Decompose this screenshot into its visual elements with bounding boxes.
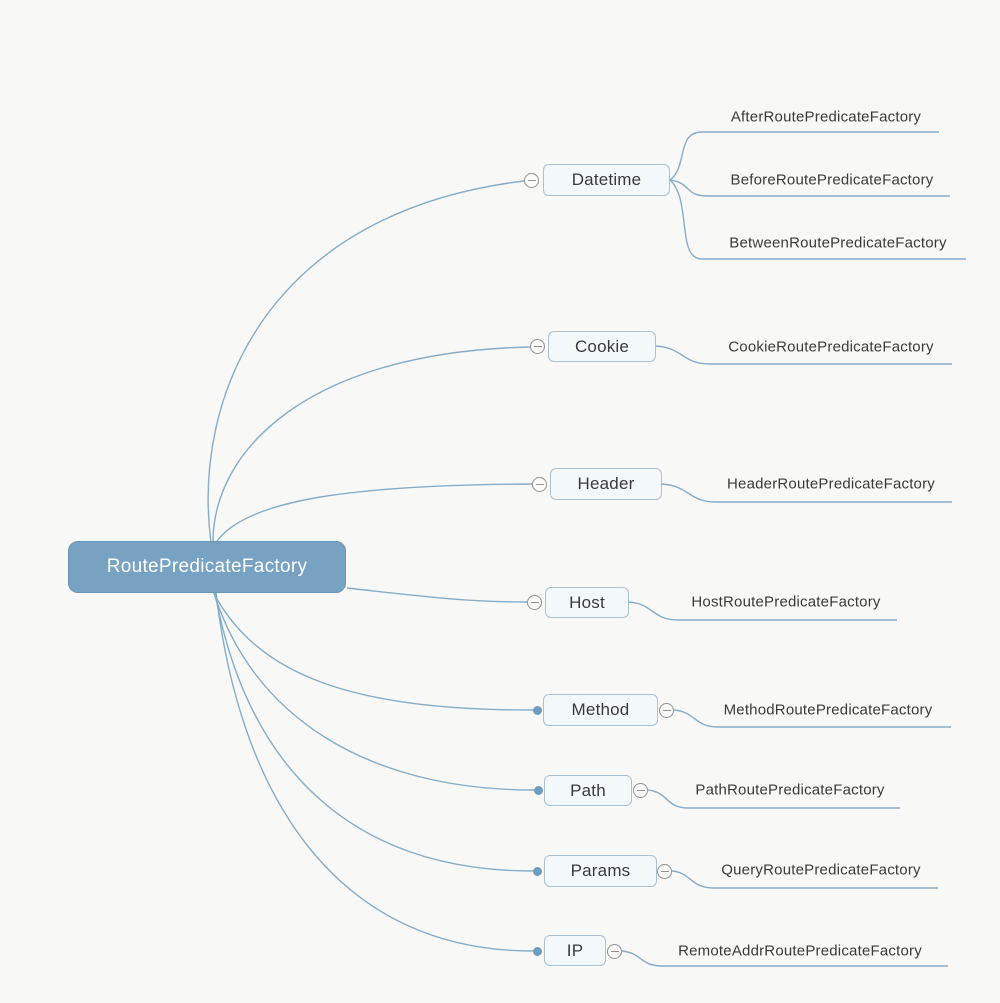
minus-icon [535, 484, 544, 485]
minus-icon [530, 602, 539, 603]
branch-dot-method [533, 706, 542, 715]
collapse-toggle-params[interactable] [657, 864, 672, 879]
minus-icon [662, 710, 671, 711]
leaf-line-cookie [655, 345, 952, 365]
minus-icon [527, 180, 536, 181]
collapse-toggle-header[interactable] [532, 477, 547, 492]
collapse-toggle-method[interactable] [659, 703, 674, 718]
leaf-topic-header[interactable]: HeaderRoutePredicateFactory [726, 475, 936, 493]
branch-line-method [212, 591, 534, 711]
minus-icon [636, 790, 645, 791]
leaf-line-before [669, 179, 950, 197]
minus-icon [533, 346, 542, 347]
branch-dot-path [534, 786, 543, 795]
leaf-line-params [671, 870, 938, 889]
leaf-topic-path[interactable]: PathRoutePredicateFactory [695, 781, 885, 799]
collapse-toggle-ip[interactable] [607, 944, 622, 959]
branch-line-datetime [207, 180, 525, 543]
leaf-topic-ip[interactable]: RemoteAddrRoutePredicateFactory [678, 942, 922, 960]
leaf-line-ip [621, 950, 948, 967]
leaf-line-header [661, 483, 952, 503]
leaf-line-after [669, 131, 939, 181]
leaf-topic-method[interactable]: MethodRoutePredicateFactory [723, 701, 933, 719]
leaf-topic-cookie[interactable]: CookieRoutePredicateFactory [728, 338, 934, 356]
collapse-toggle-path[interactable] [633, 783, 648, 798]
collapse-toggle-datetime[interactable] [524, 173, 539, 188]
topic-cookie[interactable]: Cookie [548, 331, 656, 362]
leaf-line-host [628, 601, 897, 621]
topic-header[interactable]: Header [550, 468, 662, 500]
topic-ip[interactable]: IP [544, 935, 606, 966]
leaf-topic-params[interactable]: QueryRoutePredicateFactory [721, 861, 921, 879]
leaf-topic-after[interactable]: AfterRoutePredicateFactory [730, 108, 922, 126]
branch-line-ip [215, 592, 534, 952]
leaf-line-path [647, 789, 900, 809]
branch-dot-params [533, 867, 542, 876]
minus-icon [660, 871, 669, 872]
branch-line-host [346, 587, 528, 603]
topic-root[interactable]: RoutePredicateFactory [68, 541, 346, 593]
topic-datetime[interactable]: Datetime [543, 164, 670, 196]
leaf-topic-between[interactable]: BetweenRoutePredicateFactory [729, 234, 947, 252]
branch-dot-ip [533, 947, 542, 956]
topic-params[interactable]: Params [544, 855, 657, 887]
topic-host[interactable]: Host [545, 587, 629, 618]
branch-line-cookie [212, 346, 531, 543]
leaf-topic-before[interactable]: BeforeRoutePredicateFactory [730, 171, 934, 189]
branch-line-params [214, 592, 534, 872]
branch-line-path [213, 592, 535, 791]
leaf-line-between [669, 179, 966, 260]
leaf-line-method [673, 709, 951, 728]
minus-icon [610, 951, 619, 952]
branch-line-header [216, 483, 533, 542]
topic-method[interactable]: Method [543, 694, 658, 726]
leaf-topic-host[interactable]: HostRoutePredicateFactory [691, 593, 881, 611]
topic-path[interactable]: Path [544, 775, 632, 806]
collapse-toggle-cookie[interactable] [530, 339, 545, 354]
collapse-toggle-host[interactable] [527, 595, 542, 610]
